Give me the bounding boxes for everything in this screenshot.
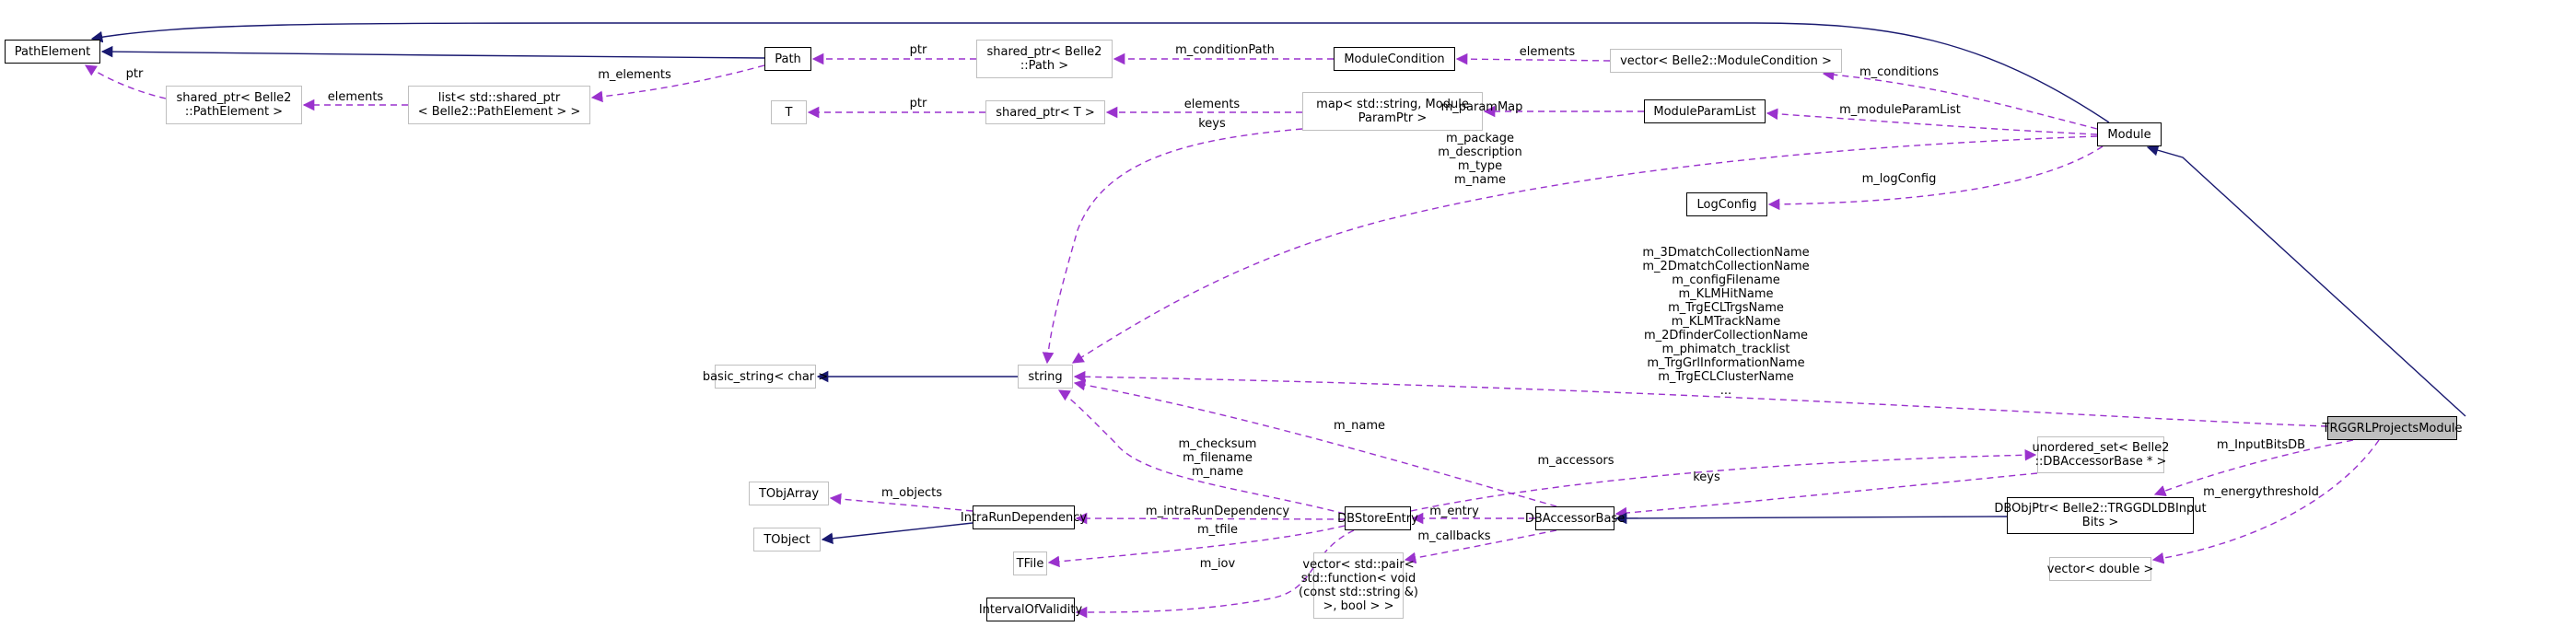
edge-label-ptr-path: ptr (909, 43, 927, 57)
edge-label-module-strings: m_package m_description m_type m_name (1438, 132, 1522, 187)
edge-label-ptr-path-element: ptr (125, 67, 144, 81)
node-unordered-set[interactable]: unordered_set< Belle2 ::DBAccessorBase *… (2033, 436, 2169, 473)
edge-trggrl-to-vec-double (2151, 439, 2380, 564)
edge-module-to-mpl (1766, 108, 2098, 135)
edge-label-m-entry: m_entry (1429, 505, 1479, 518)
edge-label-m-callbacks: m_callbacks (1417, 529, 1491, 543)
edge-dbstore-to-string (1057, 389, 1346, 515)
edge-label-m-intra-run-dependency: m_intraRunDependency (1145, 505, 1290, 518)
node-t[interactable]: T (771, 100, 807, 124)
edge-intra-to-tobject (821, 522, 973, 545)
node-db-accessor-base[interactable]: DBAccessorBase (1525, 506, 1625, 530)
edge-label-m-accessors: m_accessors (1537, 454, 1614, 468)
node-path[interactable]: Path (764, 47, 811, 71)
edge-trggrl-to-string (1073, 370, 2328, 427)
edge-module-to-vec-mc (1822, 68, 2098, 130)
edge-dbstore-to-intra (1075, 512, 1346, 525)
node-vector-double[interactable]: vector< double > (2047, 557, 2153, 581)
node-shared-ptr-path-element[interactable]: shared_ptr< Belle2 ::PathElement > (166, 86, 302, 124)
edge-label-keys-map: keys (1198, 117, 1226, 131)
node-shared-ptr-path[interactable]: shared_ptr< Belle2 ::Path > (976, 40, 1113, 78)
edge-unordered-set-keys-to-dbaccessor (1614, 472, 2038, 519)
edge-label-elements-t: elements (1183, 98, 1241, 111)
edge-label-m-name-accessor: m_name (1333, 419, 1386, 433)
node-vector-callbacks[interactable]: vector< std::pair< std::function< void (… (1299, 552, 1418, 619)
edge-label-m-conditions: m_conditions (1859, 65, 1940, 79)
edge-label-elements-path-element: elements (327, 90, 384, 104)
node-db-store-entry[interactable]: DBStoreEntry (1337, 506, 1418, 530)
edge-dbaccessor-to-string (1073, 378, 1557, 507)
edge-dbstore-to-tfile (1047, 525, 1346, 568)
node-tfile[interactable]: TFile (1013, 552, 1047, 575)
edge-dbstore-to-unordered-set (1410, 448, 2037, 512)
edge-label-ptr-t: ptr (909, 97, 927, 110)
node-shared-ptr-t[interactable]: shared_ptr< T > (985, 100, 1105, 124)
node-tobj-array[interactable]: TObjArray (749, 482, 829, 505)
node-trggrl-projects-module[interactable]: TRGGRLProjectsModule (2323, 416, 2462, 440)
edge-sp-pe-to-path-element (84, 64, 167, 99)
node-vector-module-condition[interactable]: vector< Belle2::ModuleCondition > (1610, 49, 1842, 73)
edge-map-keys-to-string (1042, 128, 1303, 365)
node-intra-run-dependency[interactable]: IntraRunDependency (961, 505, 1087, 529)
node-interval-of-validity[interactable]: IntervalOfValidity (979, 598, 1082, 621)
node-path-element[interactable]: PathElement (5, 40, 100, 64)
edge-path-to-path-element (100, 45, 765, 59)
node-module[interactable]: Module (2097, 122, 2162, 146)
node-tobject[interactable]: TObject (753, 528, 821, 552)
edge-label-m-input-bits-db: m_InputBitsDB (2216, 438, 2306, 452)
edge-label-m-tfile: m_tfile (1196, 523, 1239, 537)
edge-label-m-iov: m_iov (1199, 557, 1236, 571)
edge-intra-to-tobj-array (829, 493, 973, 512)
edge-module-to-path-element (90, 22, 2110, 123)
node-string[interactable]: string (1018, 365, 1073, 389)
edge-module-to-log-config (1767, 145, 2104, 211)
edge-trggrl-to-dbobjptr (2153, 439, 2354, 497)
node-module-param-list[interactable]: ModuleParamList (1644, 99, 1766, 123)
edge-path-to-list (590, 64, 765, 103)
edge-trggrl-to-module (2146, 145, 2466, 417)
edge-label-keys-set: keys (1693, 470, 1720, 484)
node-module-condition[interactable]: ModuleCondition (1334, 47, 1455, 71)
edge-label-dbstore-strings: m_checksum m_filename m_name (1178, 437, 1257, 479)
edge-label-trggrl-strings: m_3DmatchCollectionName m_2DmatchCollect… (1642, 246, 1810, 398)
edge-label-m-param-map: m_paramMap (1440, 100, 1523, 114)
edge-label-elements-module-condition: elements (1519, 45, 1576, 59)
node-log-config[interactable]: LogConfig (1686, 192, 1767, 216)
node-db-obj-ptr[interactable]: DBObjPtr< Belle2::TRGGDLDBInput Bits > (1994, 497, 2207, 534)
edge-label-m-energy-threshold: m_energythreshold (2203, 485, 2319, 499)
node-map-param[interactable]: map< std::string, Module ParamPtr > (1302, 92, 1483, 131)
node-basic-string[interactable]: basic_string< char > (703, 365, 828, 389)
edge-label-m-condition-path: m_conditionPath (1175, 43, 1275, 57)
node-list-shared-ptr[interactable]: list< std::shared_ptr < Belle2::PathElem… (408, 86, 590, 124)
edge-dbobjptr-to-dbaccessor (1614, 512, 2008, 525)
edge-label-m-log-config: m_logConfig (1861, 172, 1937, 186)
edge-label-m-module-param-list: m_moduleParamList (1839, 103, 1961, 117)
edge-vec-mc-to-mc (1455, 52, 1611, 65)
edge-label-m-objects: m_objects (881, 486, 942, 500)
edge-module-to-string (1071, 135, 2098, 364)
edge-label-m-elements: m_elements (598, 68, 671, 82)
